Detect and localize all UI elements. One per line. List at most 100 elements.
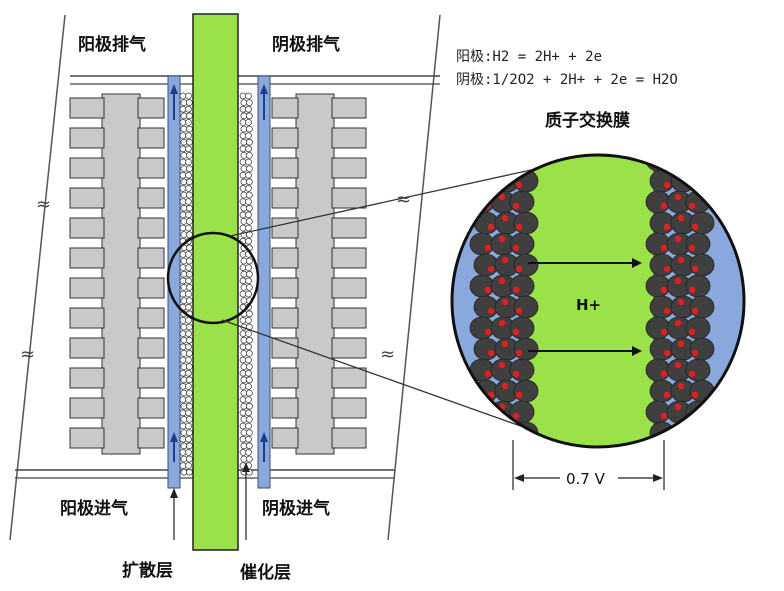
catalyst-particle: [245, 132, 252, 140]
plate-tooth: [69, 247, 105, 269]
catalyst-particle: [245, 151, 253, 159]
plate-tooth: [69, 277, 105, 299]
platinum-dot: [484, 244, 492, 252]
plate-tooth: [271, 157, 299, 179]
catalyst-grain: [513, 253, 539, 277]
platinum-dot: [677, 424, 685, 432]
catalyst-grain: [645, 232, 671, 256]
catalyst-grain: [509, 155, 535, 172]
plate-tooth: [331, 307, 367, 329]
catalyst-particle: [185, 363, 193, 371]
catalyst-grain: [685, 316, 711, 340]
plate-tooth: [137, 157, 165, 179]
catalyst-particle: [185, 356, 192, 364]
zoom-source-circle: [166, 231, 260, 325]
magnified-circle-border: [450, 153, 746, 449]
catalyst-particle: [245, 349, 253, 357]
voltage-label: 0.7 V: [566, 470, 606, 488]
catalyst-grain: [649, 337, 675, 361]
catalyst-particle: [185, 217, 193, 225]
catalyst-particle: [245, 330, 252, 338]
plate-tooth: [137, 127, 165, 149]
catalyst-particle: [245, 125, 253, 133]
catalyst-grain: [689, 295, 715, 319]
plate-tooth: [271, 247, 299, 269]
catalyst-grain: [509, 316, 535, 340]
catalyst-grain: [645, 358, 671, 382]
platinum-dot: [691, 181, 699, 189]
break-mark-right-lower: ≈: [380, 344, 395, 365]
catalyst-grain: [689, 337, 715, 361]
diffusion-layer-label: 扩散层: [122, 560, 173, 581]
cathode-equation: 阴极:1/2O2 + 2H+ + 2e = H2O: [456, 72, 678, 88]
plate-spine: [295, 93, 335, 455]
platinum-dot: [674, 361, 682, 369]
zoom-connector-bottom: [221, 319, 561, 441]
platinum-dot: [688, 160, 696, 168]
catalyst-grain: [473, 295, 499, 319]
platinum-dot: [487, 223, 495, 231]
catalyst-grain: [509, 358, 535, 382]
catalyst-particle: [185, 270, 193, 278]
platinum-dot: [498, 235, 506, 243]
plate-tooth: [271, 217, 299, 239]
catalyst-grain: [473, 169, 499, 193]
catalyst-particle: [185, 336, 193, 344]
catalyst-particle: [245, 264, 252, 272]
plate-tooth: [331, 277, 367, 299]
anode-equation: 阳极:H2 = 2H+ + 2e: [456, 49, 602, 65]
catalyst-grain: [513, 295, 539, 319]
plate-tooth: [137, 247, 165, 269]
catalyst-particle: [185, 376, 193, 384]
anode-exhaust-label: 阳极排气: [78, 34, 146, 55]
plate-tooth: [137, 187, 165, 209]
catalyst-particle: [185, 396, 192, 404]
plate-tooth: [331, 397, 367, 419]
catalyst-particle: [245, 389, 253, 397]
diffusion-pointer: [170, 488, 178, 540]
platinum-dot: [688, 286, 696, 294]
catalyst-particle: [245, 204, 253, 212]
catalyst-particle: [185, 349, 193, 357]
catalyst-particle: [185, 448, 192, 456]
anode-flow-plate: [69, 93, 165, 455]
catalyst-particle: [245, 442, 253, 450]
catalyst-particle: [185, 462, 192, 470]
platinum-dot: [674, 277, 682, 285]
catalyst-grain: [649, 295, 675, 319]
plate-tooth: [271, 127, 299, 149]
plate-tooth: [271, 397, 299, 419]
platinum-dot: [512, 328, 520, 336]
catalyst-grain: [513, 211, 539, 235]
platinum-dot: [660, 370, 668, 378]
catalyst-particle: [185, 138, 193, 146]
platinum-dot: [688, 244, 696, 252]
plate-tooth: [137, 217, 165, 239]
plate-tooth: [69, 337, 105, 359]
cathode-exhaust-label: 阴极排气: [272, 34, 340, 55]
platinum-dot: [677, 340, 685, 348]
catalyst-particle: [185, 290, 192, 298]
catalyst-particle: [185, 323, 193, 331]
catalyst-particle: [245, 165, 253, 173]
catalyst-particle: [245, 217, 253, 225]
catalyst-grain: [473, 337, 499, 361]
platinum-dot: [501, 298, 509, 306]
platinum-dot: [677, 382, 685, 390]
catalyst-grain: [513, 379, 539, 403]
platinum-dot: [674, 403, 682, 411]
catalyst-particle: [245, 171, 252, 179]
catalyst-particle: [245, 277, 252, 285]
catalyst-particle: [185, 442, 193, 450]
catalyst-pointer: [242, 462, 250, 540]
voltage-label-bg: [560, 468, 618, 488]
catalyst-particle: [185, 125, 193, 133]
catalyst-particle: [185, 244, 193, 252]
catalyst-particle: [185, 429, 193, 437]
catalyst-particle: [185, 382, 192, 390]
catalyst-particle: [245, 270, 253, 278]
plate-tooth: [137, 397, 165, 419]
platinum-dot: [691, 391, 699, 399]
platinum-dot: [677, 214, 685, 222]
catalyst-grain: [469, 274, 495, 298]
